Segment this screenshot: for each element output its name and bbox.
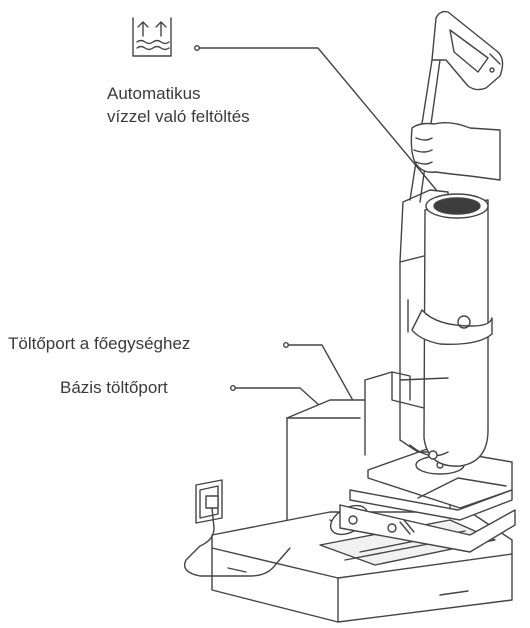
vacuum-handle xyxy=(409,10,504,203)
power-outlet-icon xyxy=(183,479,291,577)
main-unit-charging-port-label: Töltőport a főegységhez xyxy=(8,334,191,353)
vacuum-main-body xyxy=(399,189,493,467)
auto-water-refill-label-line2: vízzel való feltöltés xyxy=(107,107,250,126)
leader-water xyxy=(193,45,439,193)
base-charging-port-label: Bázis töltőport xyxy=(60,378,168,397)
auto-water-refill-label-line1: Automatikus xyxy=(107,84,201,103)
water-refill-icon xyxy=(132,17,172,57)
floor-head xyxy=(329,447,516,553)
hand xyxy=(410,121,501,181)
